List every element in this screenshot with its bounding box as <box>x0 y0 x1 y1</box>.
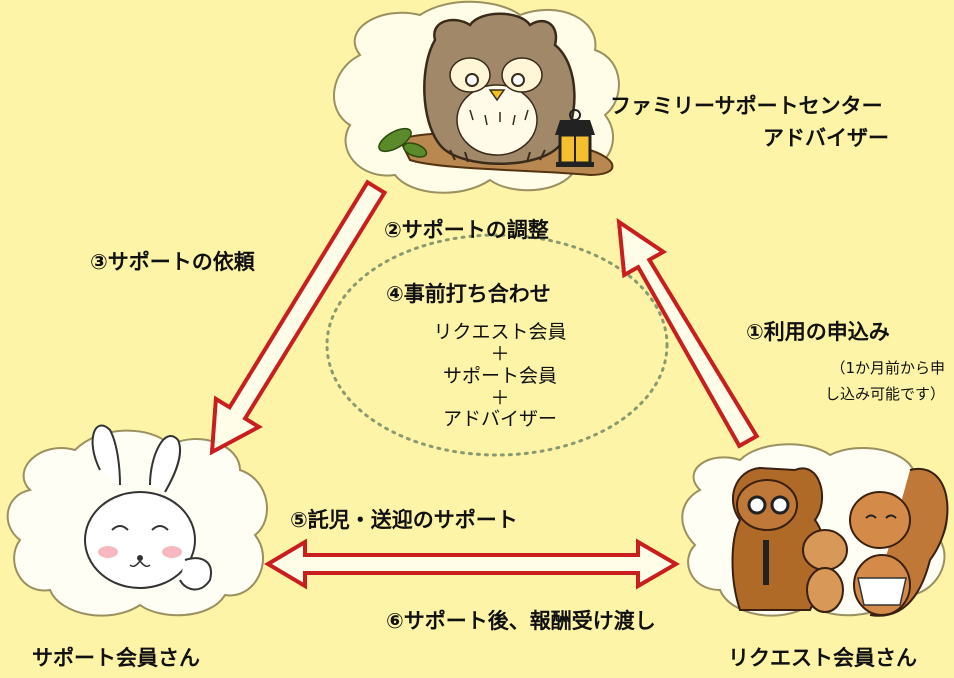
meeting-plus-2: ＋ <box>490 386 510 409</box>
center-title-line1: ファミリーサポートセンター <box>610 94 883 118</box>
step-6-label: ⑥サポート後、報酬受け渡し <box>386 609 656 633</box>
center-title-line2: アドバイザー <box>763 126 889 150</box>
squirrel-family-icon <box>731 466 949 617</box>
arrow-childcare-support <box>264 538 680 590</box>
step-2-label: ②サポートの調整 <box>384 218 549 242</box>
step-1-note-line2: し込み可能です） <box>824 384 945 403</box>
meeting-plus-1: ＋ <box>490 342 510 365</box>
step-3-label: ③サポートの依頼 <box>90 250 255 274</box>
step-4-label: ④事前打ち合わせ <box>386 282 551 306</box>
lantern-icon <box>555 109 595 167</box>
meeting-ellipse <box>325 233 669 457</box>
step-1-label: ①利用の申込み <box>746 320 890 344</box>
meeting-members: リクエスト会員 ＋ サポート会員 ＋ アドバイザー <box>380 321 620 431</box>
step-5-label: ⑤託児・送迎のサポート <box>290 508 518 532</box>
support-member-label: サポート会員さん <box>32 646 200 670</box>
meeting-member-request: リクエスト会員 <box>433 321 567 343</box>
step-1-note-line1: （1か月前から申 <box>830 359 945 377</box>
meeting-member-advisor: アドバイザー <box>442 408 557 431</box>
arrow-application <box>616 217 760 449</box>
owl-advisor-icon <box>378 12 614 177</box>
meeting-member-support: サポート会員 <box>442 364 557 387</box>
request-member-label: リクエスト会員さん <box>728 646 917 670</box>
step-1-note: （1か月前から申 し込み可能です） <box>765 356 945 407</box>
rabbit-icon <box>84 424 212 591</box>
arrow-support-request <box>209 179 388 456</box>
